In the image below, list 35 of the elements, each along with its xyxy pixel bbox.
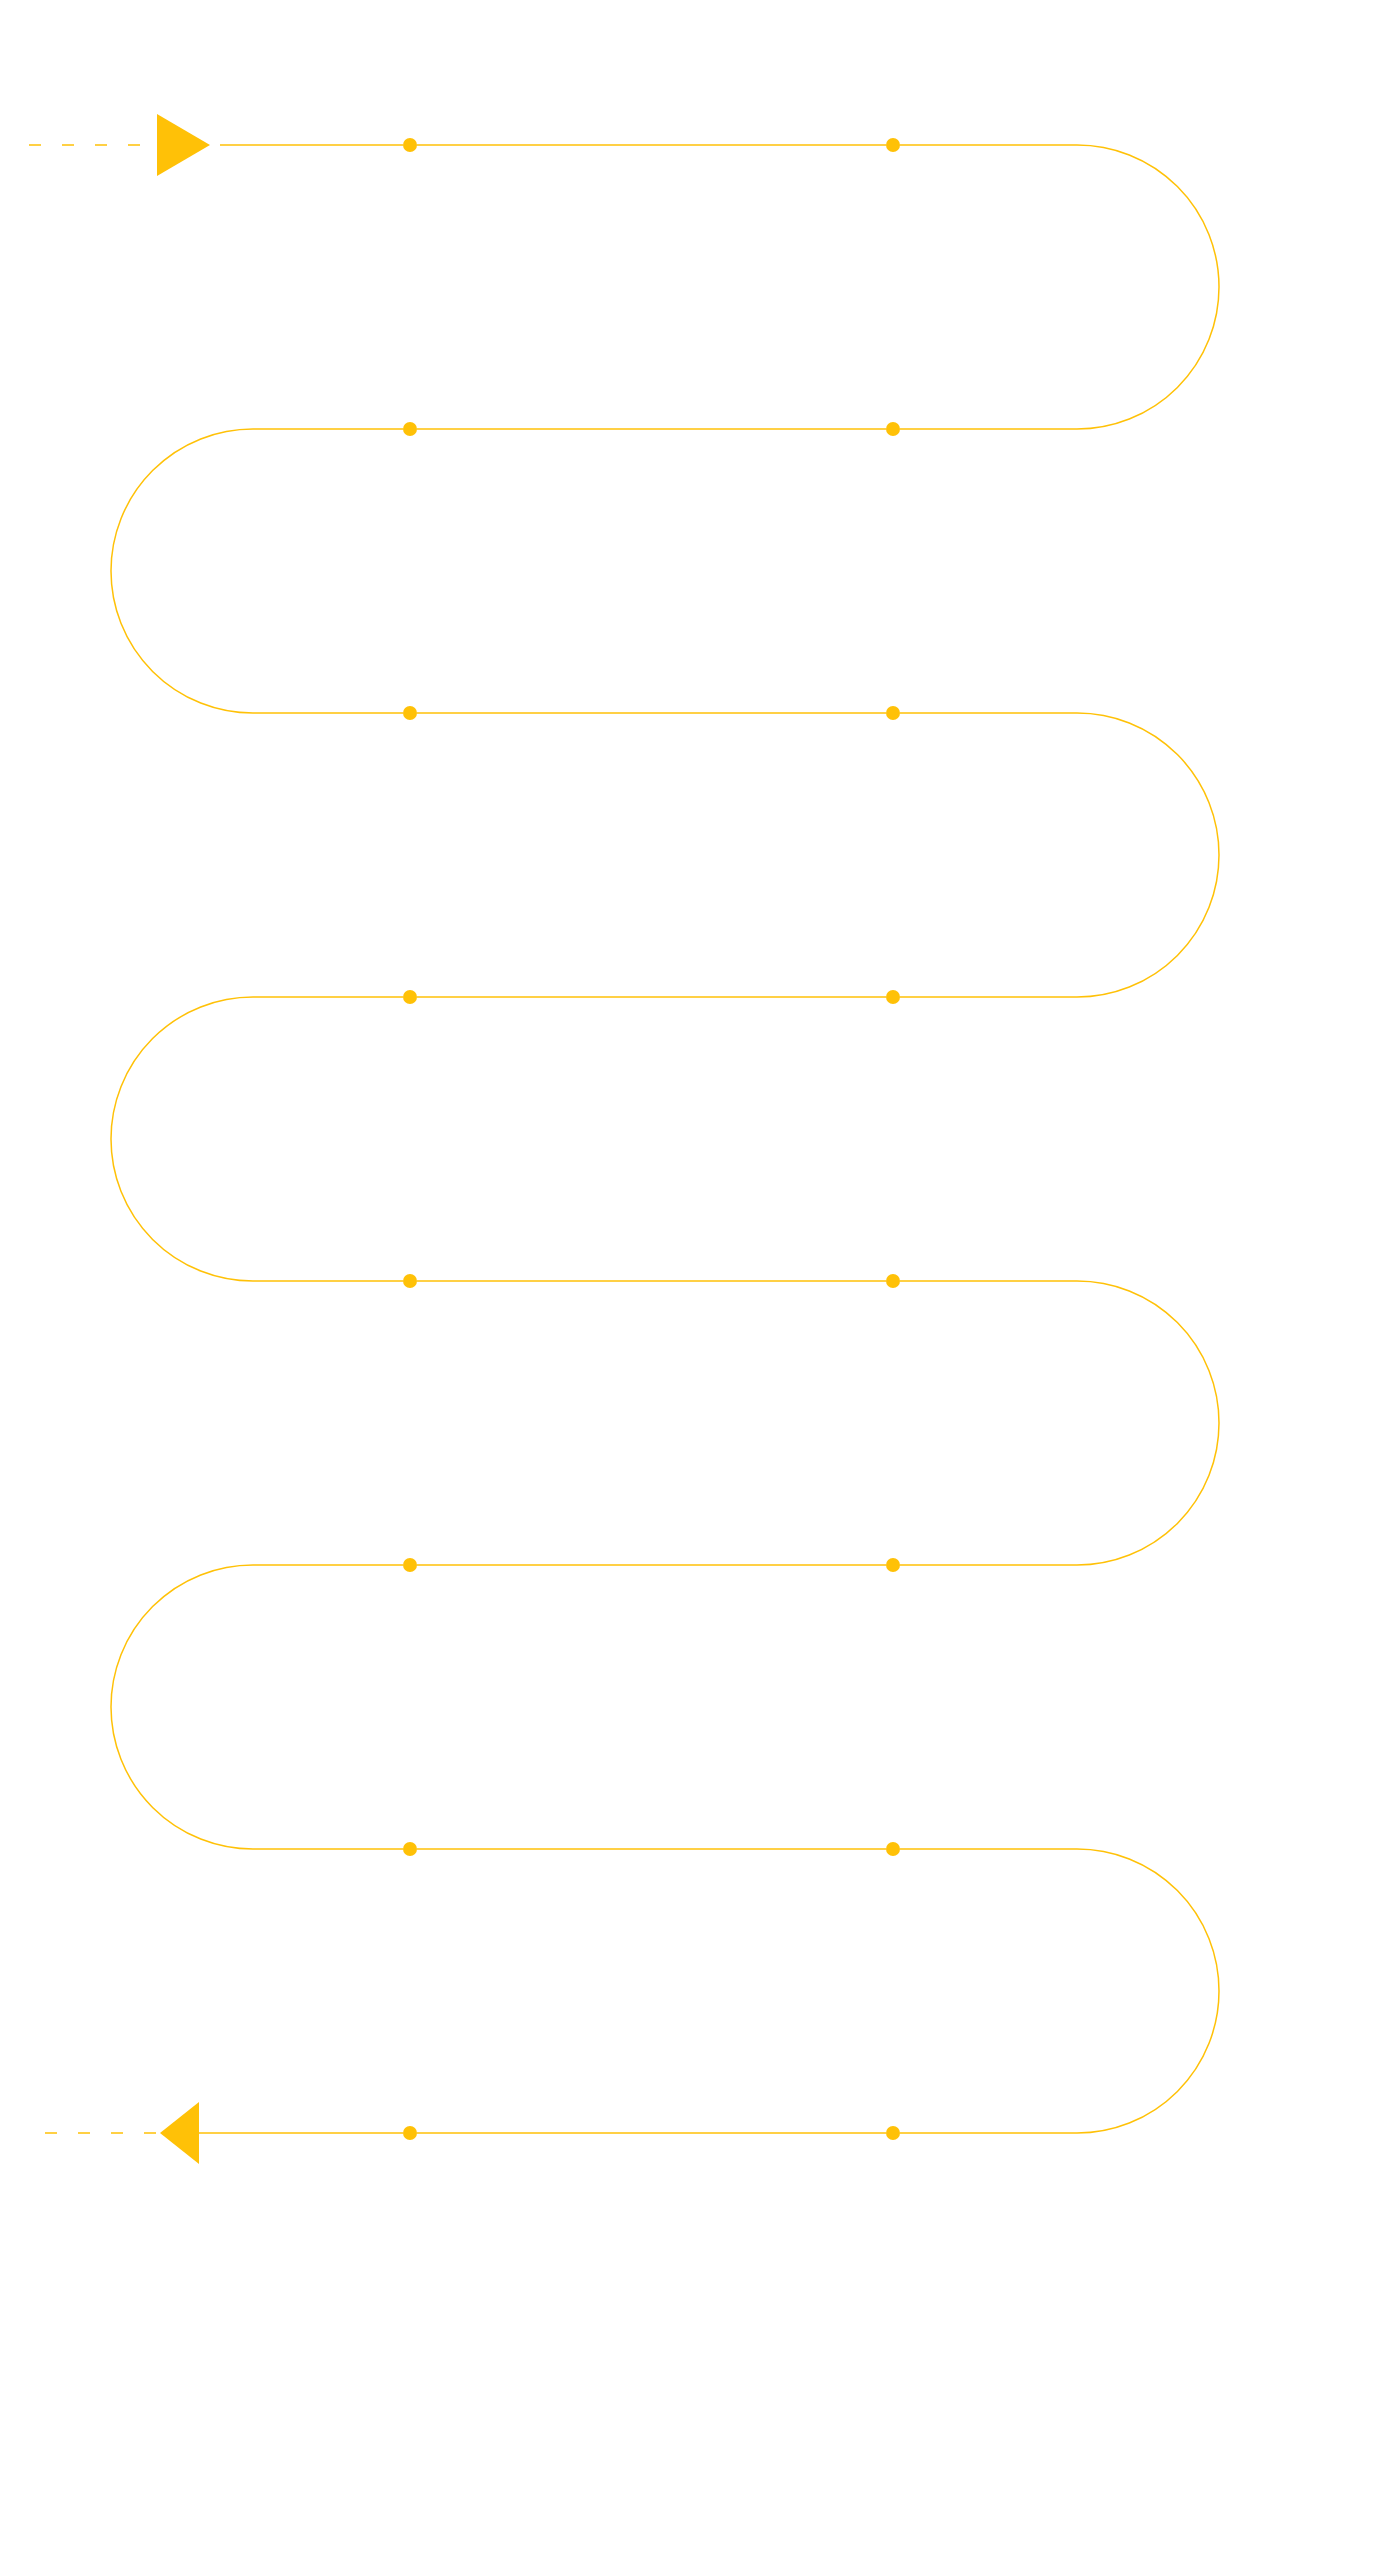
triangle-marker <box>157 114 210 176</box>
connector <box>110 428 404 714</box>
waypoint-dot <box>403 706 417 720</box>
connector <box>899 712 1220 998</box>
waypoint-dot <box>403 1558 417 1572</box>
waypoint-dot <box>403 422 417 436</box>
waypoint-dot <box>403 138 417 152</box>
connector <box>899 1848 1220 2134</box>
waypoint-dot <box>886 1842 900 1856</box>
connector <box>110 996 404 1282</box>
connector <box>198 2132 404 2134</box>
connector <box>899 144 1220 430</box>
connector <box>219 144 404 146</box>
waypoint-dot <box>403 990 417 1004</box>
waypoint-dot <box>886 422 900 436</box>
waypoint-dot <box>403 1842 417 1856</box>
connector <box>899 1280 1220 1566</box>
waypoint-dot <box>886 2126 900 2140</box>
waypoint-dot <box>886 138 900 152</box>
triangle-marker <box>160 2102 199 2164</box>
connector <box>416 144 887 146</box>
connector <box>416 996 887 998</box>
waypoint-dot <box>886 990 900 1004</box>
connector <box>416 1564 887 1566</box>
waypoint-dot <box>886 1558 900 1572</box>
connector <box>110 1564 404 1850</box>
waypoint-dot <box>886 706 900 720</box>
connector <box>416 1848 887 1850</box>
connector <box>416 428 887 430</box>
connector <box>416 712 887 714</box>
connector <box>416 1280 887 1282</box>
waypoint-dot <box>403 2126 417 2140</box>
waypoint-dot <box>403 1274 417 1288</box>
waypoint-dot <box>886 1274 900 1288</box>
connector <box>416 2132 887 2134</box>
